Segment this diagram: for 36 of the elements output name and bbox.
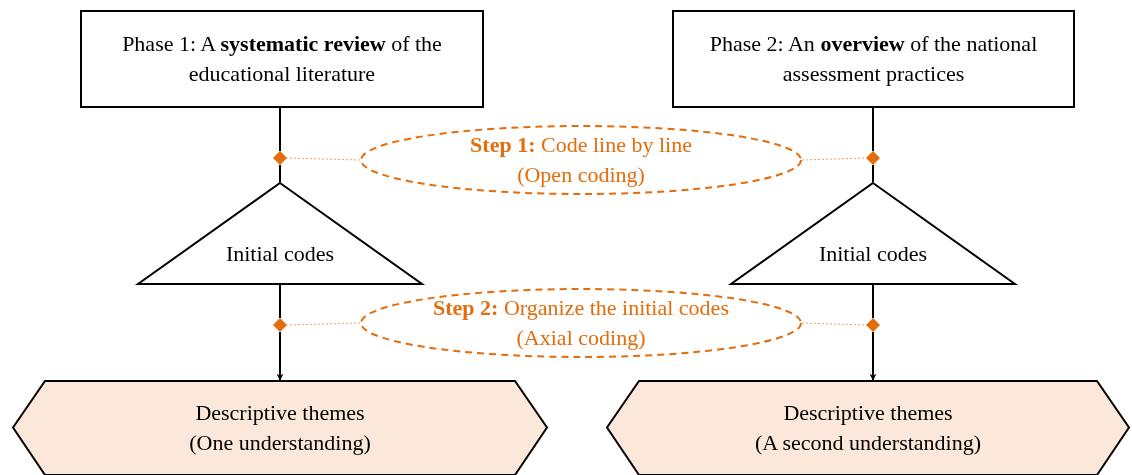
themes-hexagon: [12, 380, 548, 475]
step-ellipse: [360, 288, 802, 358]
junction-diamond: [866, 318, 880, 332]
connector-line: [801, 157, 867, 161]
phase-box: [80, 10, 484, 108]
connector-line: [279, 164, 281, 183]
connector-line: [801, 322, 867, 326]
connector-line: [872, 164, 874, 183]
arrow: [276, 331, 284, 381]
connector-line: [872, 284, 874, 319]
node-text: Phase 1: A systematic review of the educational literature: [121, 30, 443, 88]
connector-line: [286, 157, 361, 161]
junction-diamond: [866, 151, 880, 165]
node-text: Descriptive themes: [194, 398, 366, 427]
connector-line: [872, 107, 874, 152]
step-text: Step 1: Code line by line: [469, 131, 693, 159]
step-text: (Axial coding): [515, 324, 647, 352]
arrow: [869, 331, 877, 381]
connector-line: [286, 322, 361, 326]
junction-diamond: [273, 151, 287, 165]
node-text: Descriptive themes: [782, 398, 954, 427]
connector-line: [279, 284, 281, 319]
codes-triangle: [730, 182, 1016, 285]
node-text: (A second understanding): [753, 428, 983, 457]
step-ellipse: [360, 125, 802, 195]
step-text: Step 2: Organize the initial codes: [432, 294, 730, 322]
step-text: (Open coding): [516, 161, 646, 189]
node-text: Initial codes: [817, 239, 929, 268]
node-text: Initial codes: [224, 239, 336, 268]
codes-triangle: [137, 182, 423, 285]
node-text: (One understanding): [188, 428, 372, 457]
phase-box: [672, 10, 1075, 108]
node-text: Phase 2: An overview of the national assessment practices: [708, 30, 1039, 88]
junction-diamond: [273, 318, 287, 332]
connector-line: [279, 107, 281, 152]
themes-hexagon: [606, 380, 1130, 475]
